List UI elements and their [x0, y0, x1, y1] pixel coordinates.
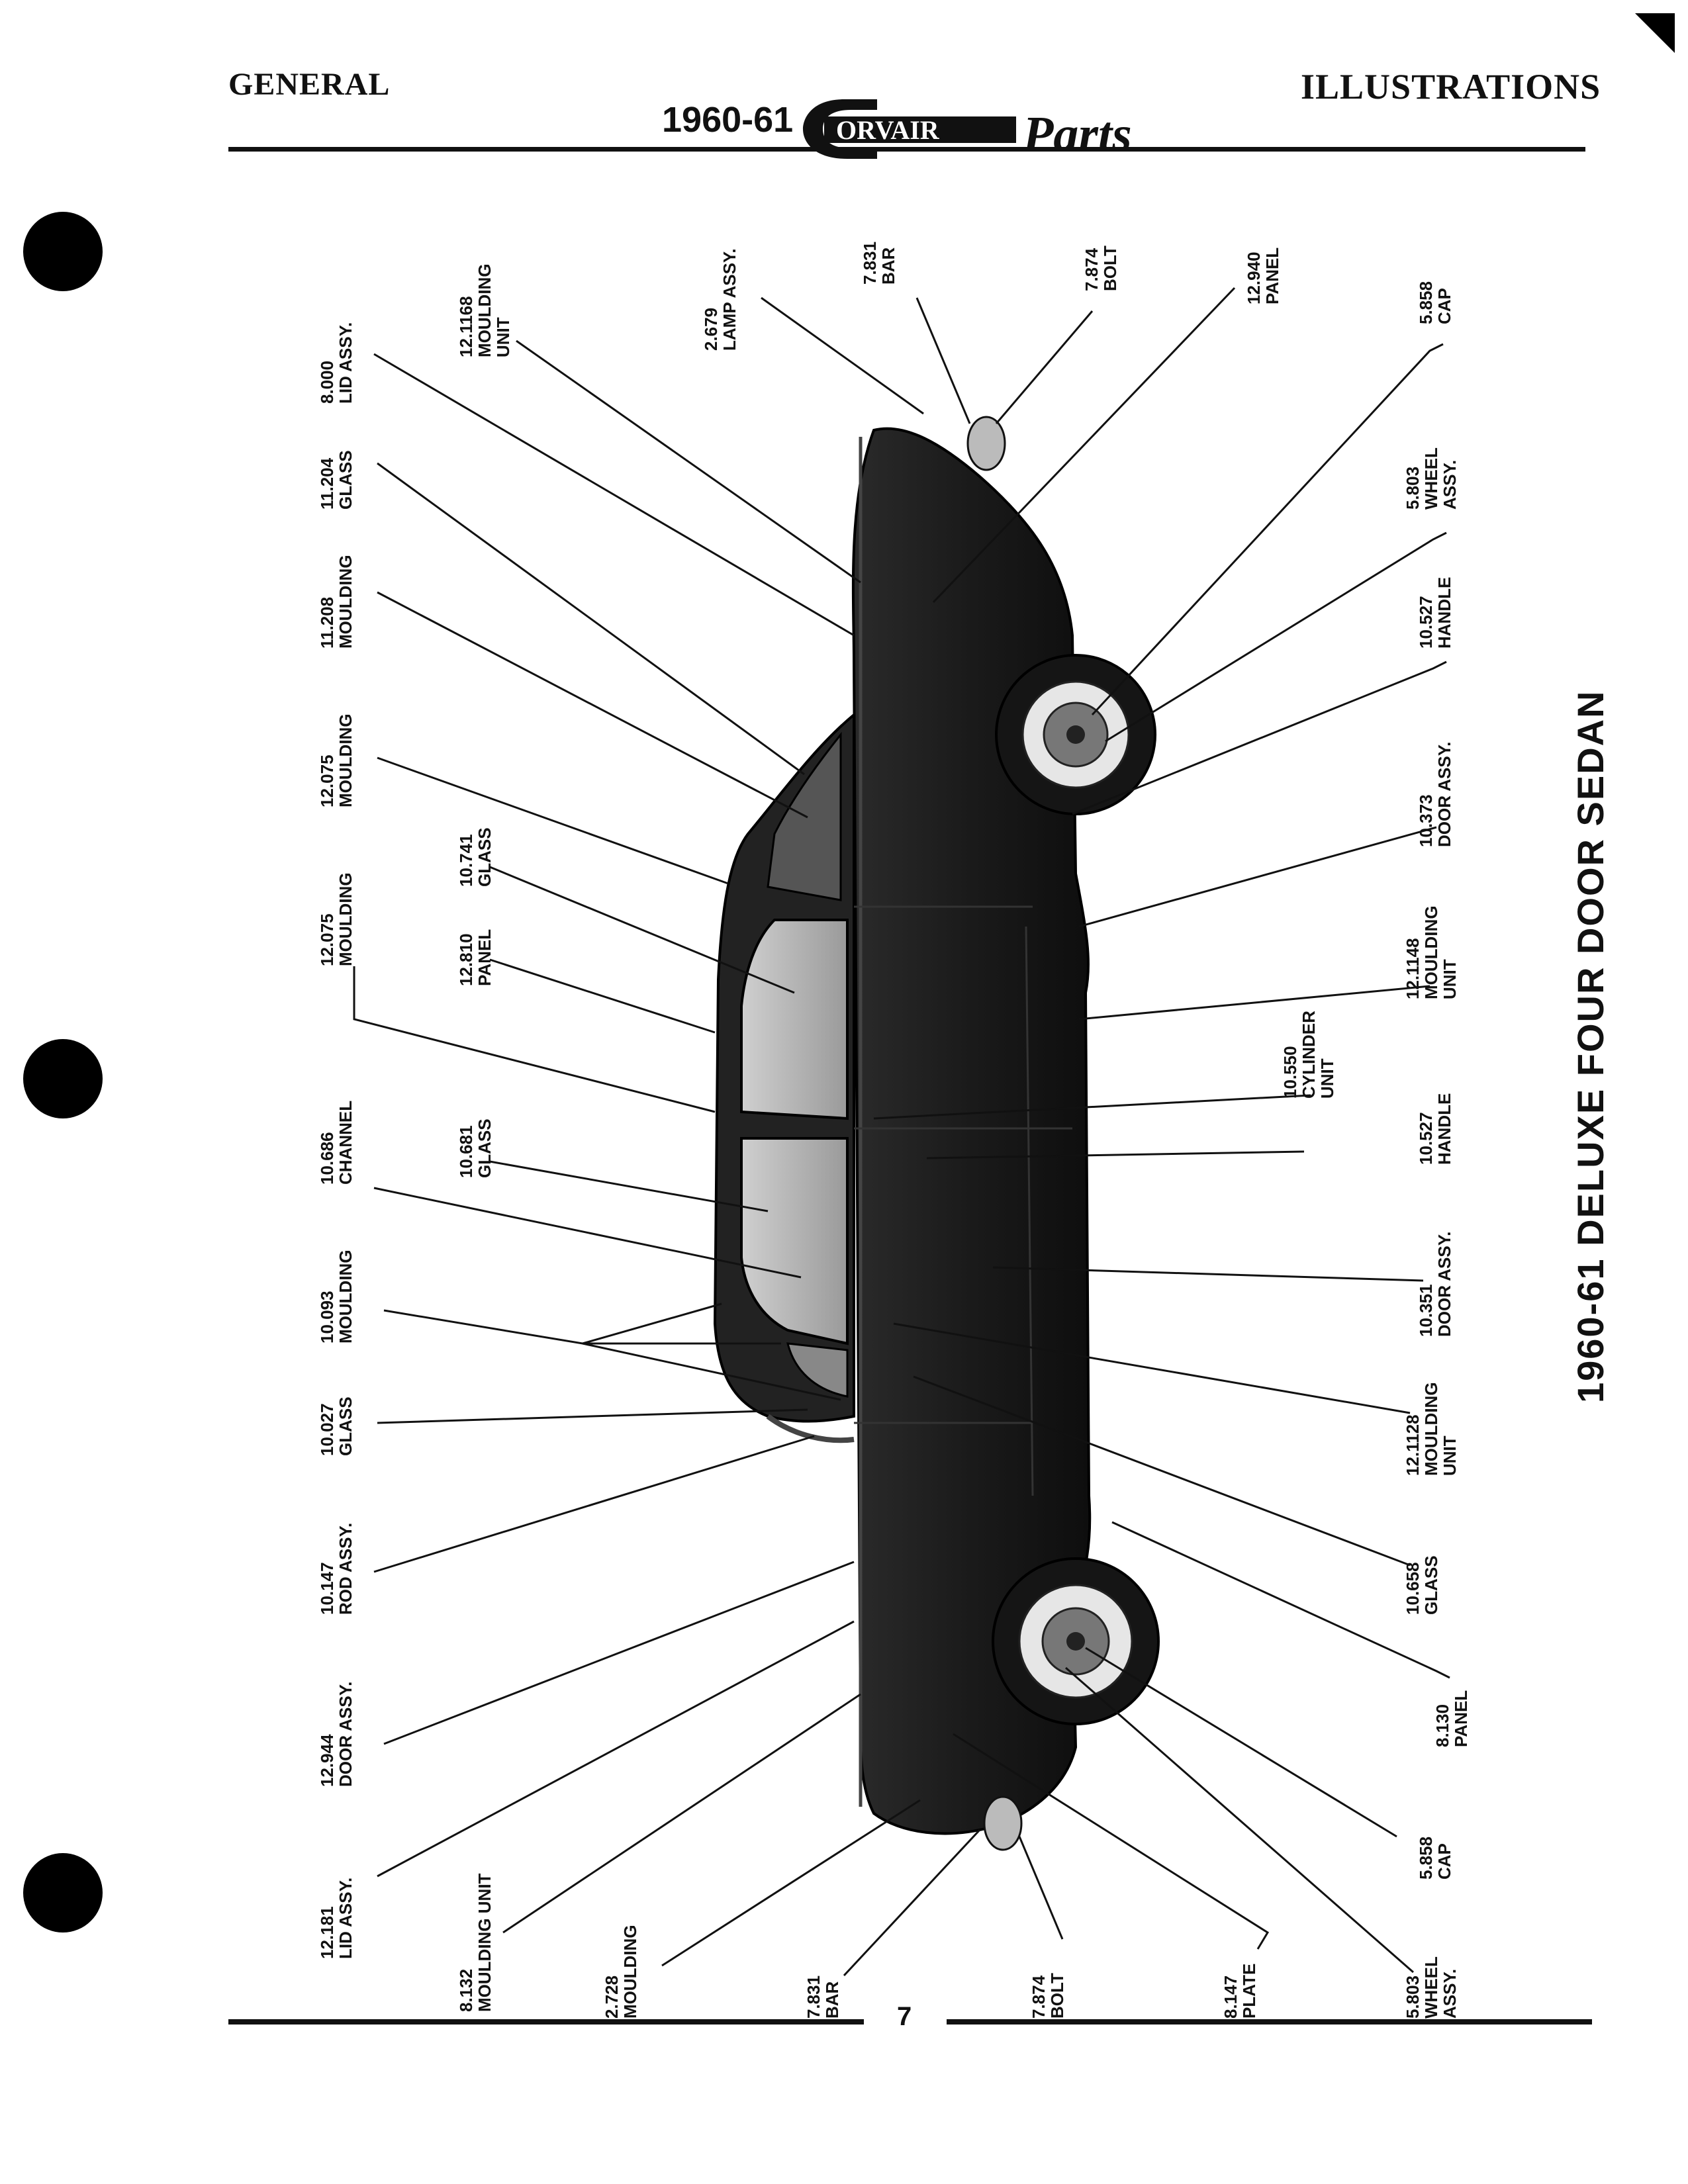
rear-bumper-guard [966, 416, 1006, 471]
corner-mark [1635, 13, 1675, 53]
rear-door-glass [740, 919, 849, 1120]
front-wheel-cap [1066, 1632, 1085, 1651]
header-section-left: GENERAL [228, 67, 391, 102]
illustration-title: 1960-61 DELUXE FOUR DOOR SEDAN [1570, 690, 1611, 1403]
binder-hole-middle [23, 1039, 103, 1118]
header-rule [228, 147, 1585, 152]
rear-wheel-cap [1066, 725, 1085, 744]
binder-hole-top [23, 212, 103, 291]
front-door-glass [740, 1137, 849, 1345]
front-bumper-guard [983, 1796, 1023, 1851]
binder-hole-bottom [23, 1853, 103, 1933]
rocker-line [1025, 926, 1034, 1496]
corvair-parts-logo: ORVAIR Parts [803, 99, 1132, 162]
header-section-right: ILLUSTRATIONS [1301, 67, 1601, 107]
leader-lines [353, 287, 1450, 1977]
logo-years: 1960-61 [662, 100, 794, 140]
vent-window [786, 1342, 849, 1398]
logo-script-text: Parts [1022, 107, 1132, 162]
footer-rule-left [228, 2019, 864, 2025]
logo-brand-text: ORVAIR [836, 115, 940, 145]
rear-window-glass [767, 731, 842, 901]
page-number: 7 [897, 2002, 912, 2031]
footer-rule-right [947, 2019, 1592, 2025]
